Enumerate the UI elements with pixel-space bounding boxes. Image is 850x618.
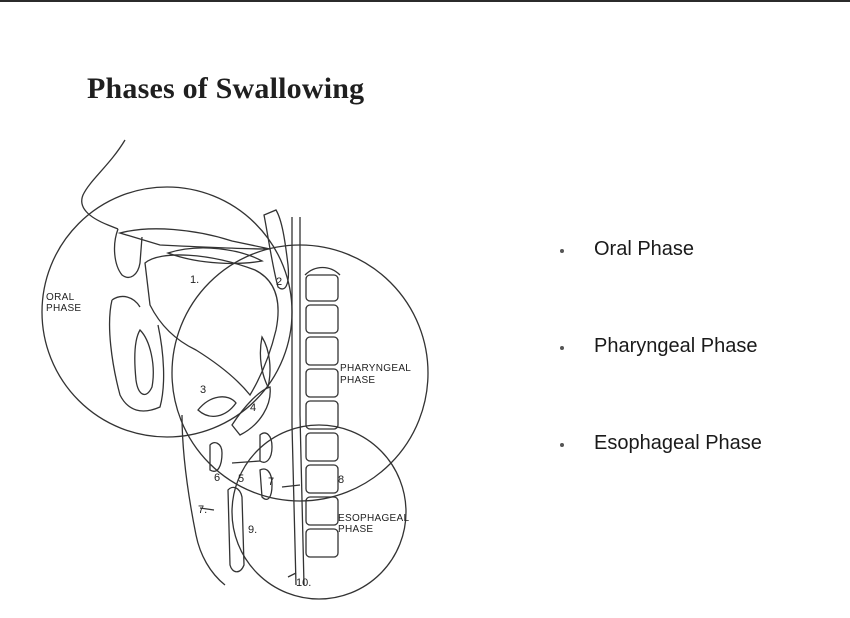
epiglottis xyxy=(259,335,271,389)
esophagus-8 xyxy=(281,484,301,488)
upper-teeth xyxy=(113,228,143,278)
number-label-5: 5 xyxy=(238,473,244,485)
pharyngeal-phase-label-line2: PHASE xyxy=(340,375,375,386)
number-label-10: 10. xyxy=(296,577,311,589)
esophageal-phase-label-line2: PHASE xyxy=(338,524,373,535)
number-label-4: 4 xyxy=(250,402,256,414)
mandible xyxy=(108,299,165,412)
bullet-dot-icon xyxy=(560,442,564,447)
atlas-bone xyxy=(304,266,341,276)
top-border-line xyxy=(0,0,850,2)
bullet-item-pharyngeal: Pharyngeal Phase xyxy=(560,335,757,358)
bolus-oral xyxy=(165,247,264,265)
pharynx-anterior-wall xyxy=(299,217,305,586)
cervical-vertebrae xyxy=(305,274,339,558)
bullet-text: Oral Phase xyxy=(594,238,695,260)
number-label-7: 7 xyxy=(268,476,274,488)
oral-phase-label-line2: PHASE xyxy=(46,303,81,314)
trachea-7 xyxy=(259,468,273,500)
swallowing-anatomy-diagram: ORAL PHASE PHARYNGEAL PHASE ESOPHAGEAL P… xyxy=(41,139,429,600)
bullet-item-oral: Oral Phase xyxy=(560,238,694,261)
tongue xyxy=(144,254,279,397)
label-10-pointer xyxy=(287,572,297,578)
jaw-bone xyxy=(134,328,154,396)
bullet-dot-icon xyxy=(560,248,564,253)
esophageal-phase-label-line1: ESOPHAGEAL xyxy=(338,513,409,524)
number-label-3: 3 xyxy=(200,384,206,396)
slide-title: Phases of Swallowing xyxy=(87,72,365,105)
face-profile xyxy=(81,139,126,230)
number-label-8: 8 xyxy=(338,474,344,486)
larynx-4 xyxy=(231,386,271,436)
bullet-item-esophageal: Esophageal Phase xyxy=(560,432,762,455)
larynx-6b xyxy=(259,432,273,463)
bullet-text: Esophageal Phase xyxy=(594,432,762,454)
number-label-9: 9. xyxy=(248,524,257,536)
bullet-text: Pharyngeal Phase xyxy=(594,335,758,357)
pharynx-posterior-wall xyxy=(291,217,297,586)
neck-front-profile xyxy=(181,414,226,586)
esophageal-phase-circle xyxy=(231,424,407,600)
number-label-2: 2 xyxy=(276,276,282,288)
number-label-7-lower: 7. xyxy=(198,504,207,516)
oral-phase-label-line1: ORAL xyxy=(46,292,75,303)
soft-palate xyxy=(263,209,290,290)
number-label-1: 1. xyxy=(190,274,199,286)
larynx-5 xyxy=(231,460,261,464)
hyoid-3 xyxy=(197,396,237,417)
trachea xyxy=(227,486,245,573)
label-7-pointer xyxy=(199,507,215,511)
pharyngeal-phase-label-line1: PHARYNGEAL xyxy=(340,363,411,374)
lower-lip xyxy=(111,295,141,308)
larynx-6 xyxy=(209,442,223,472)
number-label-6: 6 xyxy=(214,472,220,484)
bullet-dot-icon xyxy=(560,345,564,350)
